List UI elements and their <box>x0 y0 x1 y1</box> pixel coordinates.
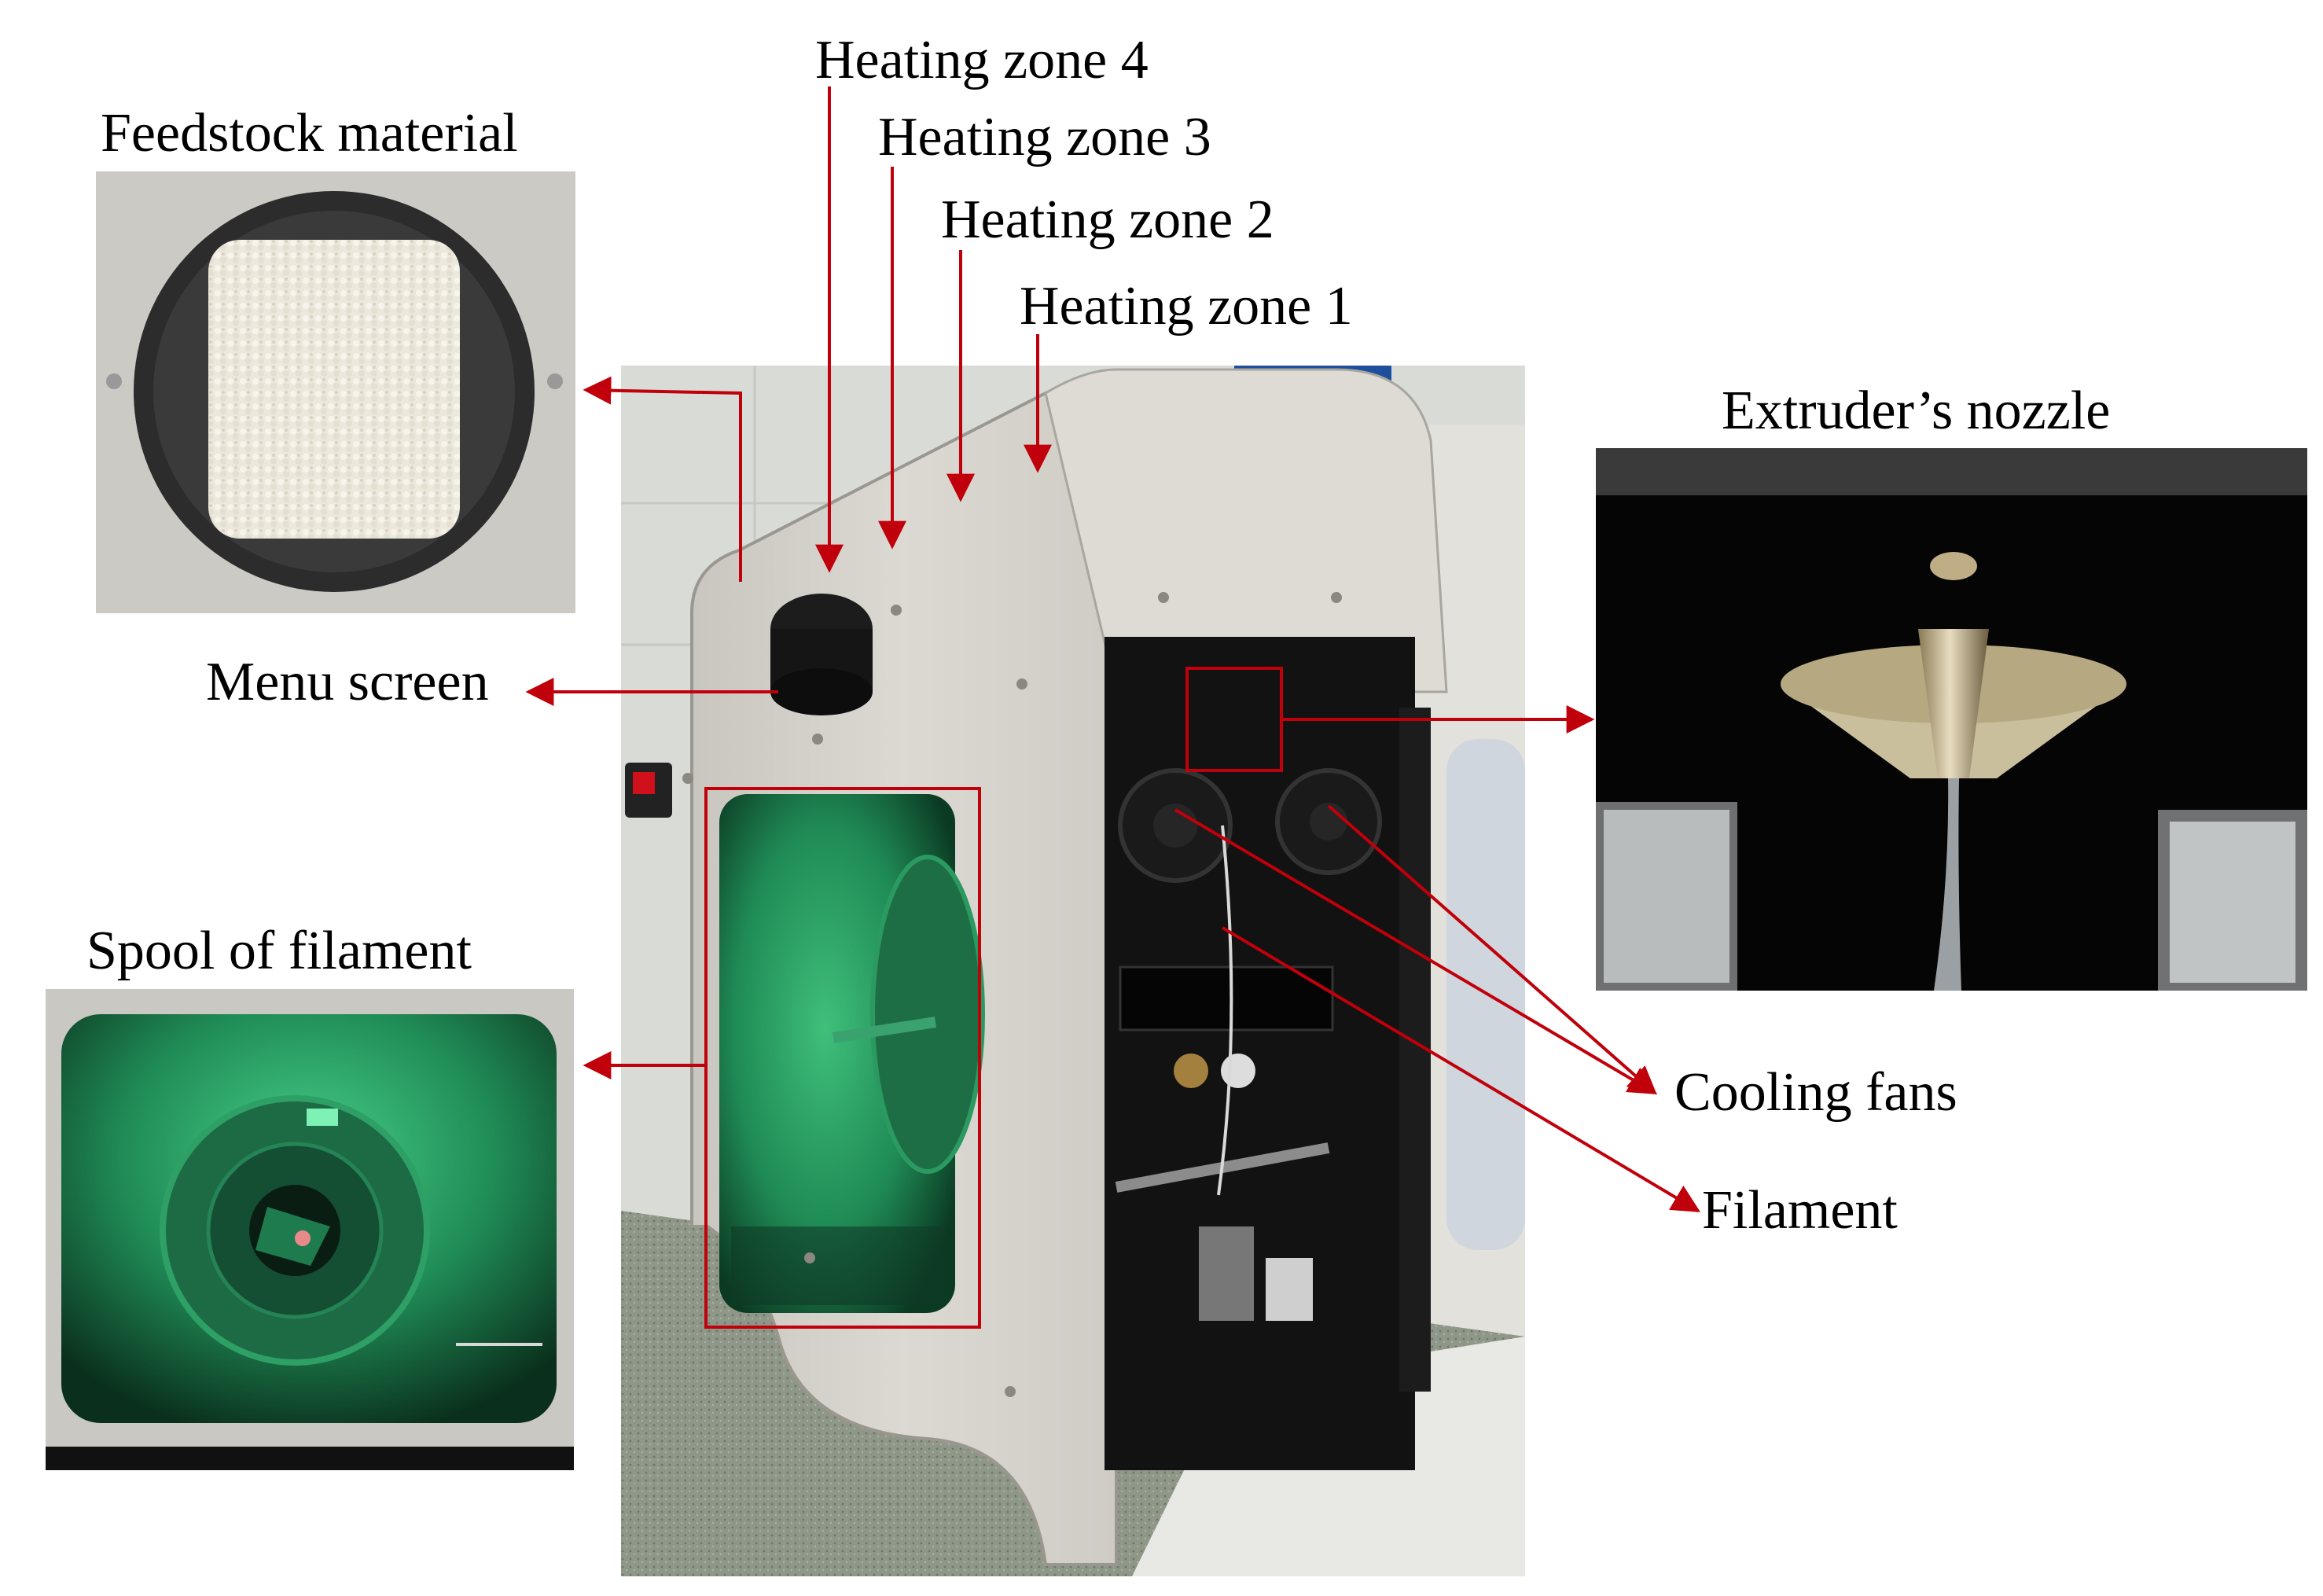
label-menu: Menu screen <box>206 652 489 712</box>
label-spool: Spool of filament <box>86 921 472 981</box>
label-fans: Cooling fans <box>1674 1062 1957 1123</box>
label-zone2: Heating zone 2 <box>941 189 1274 250</box>
feedstock-arrow <box>583 376 742 582</box>
label-zone3: Heating zone 3 <box>878 107 1211 167</box>
label-zone4: Heating zone 4 <box>815 30 1149 90</box>
label-feedstock: Feedstock material <box>101 103 518 164</box>
spool-photo <box>46 989 574 1470</box>
label-zone1: Heating zone 1 <box>1020 276 1353 336</box>
annotation-layer <box>525 86 1701 1329</box>
fan1-arrow <box>1174 808 1658 1094</box>
window-highlight-box <box>704 787 981 1329</box>
machine-photo <box>621 366 1525 1576</box>
label-nozzle: Extruder’s nozzle <box>1722 381 2111 441</box>
filament-arrow <box>1221 926 1701 1212</box>
label-filament: Filament <box>1702 1180 1898 1241</box>
fan2-arrow <box>1327 804 1657 1095</box>
nozzle-photo <box>1596 448 2307 991</box>
feedstock-photo <box>96 171 575 613</box>
